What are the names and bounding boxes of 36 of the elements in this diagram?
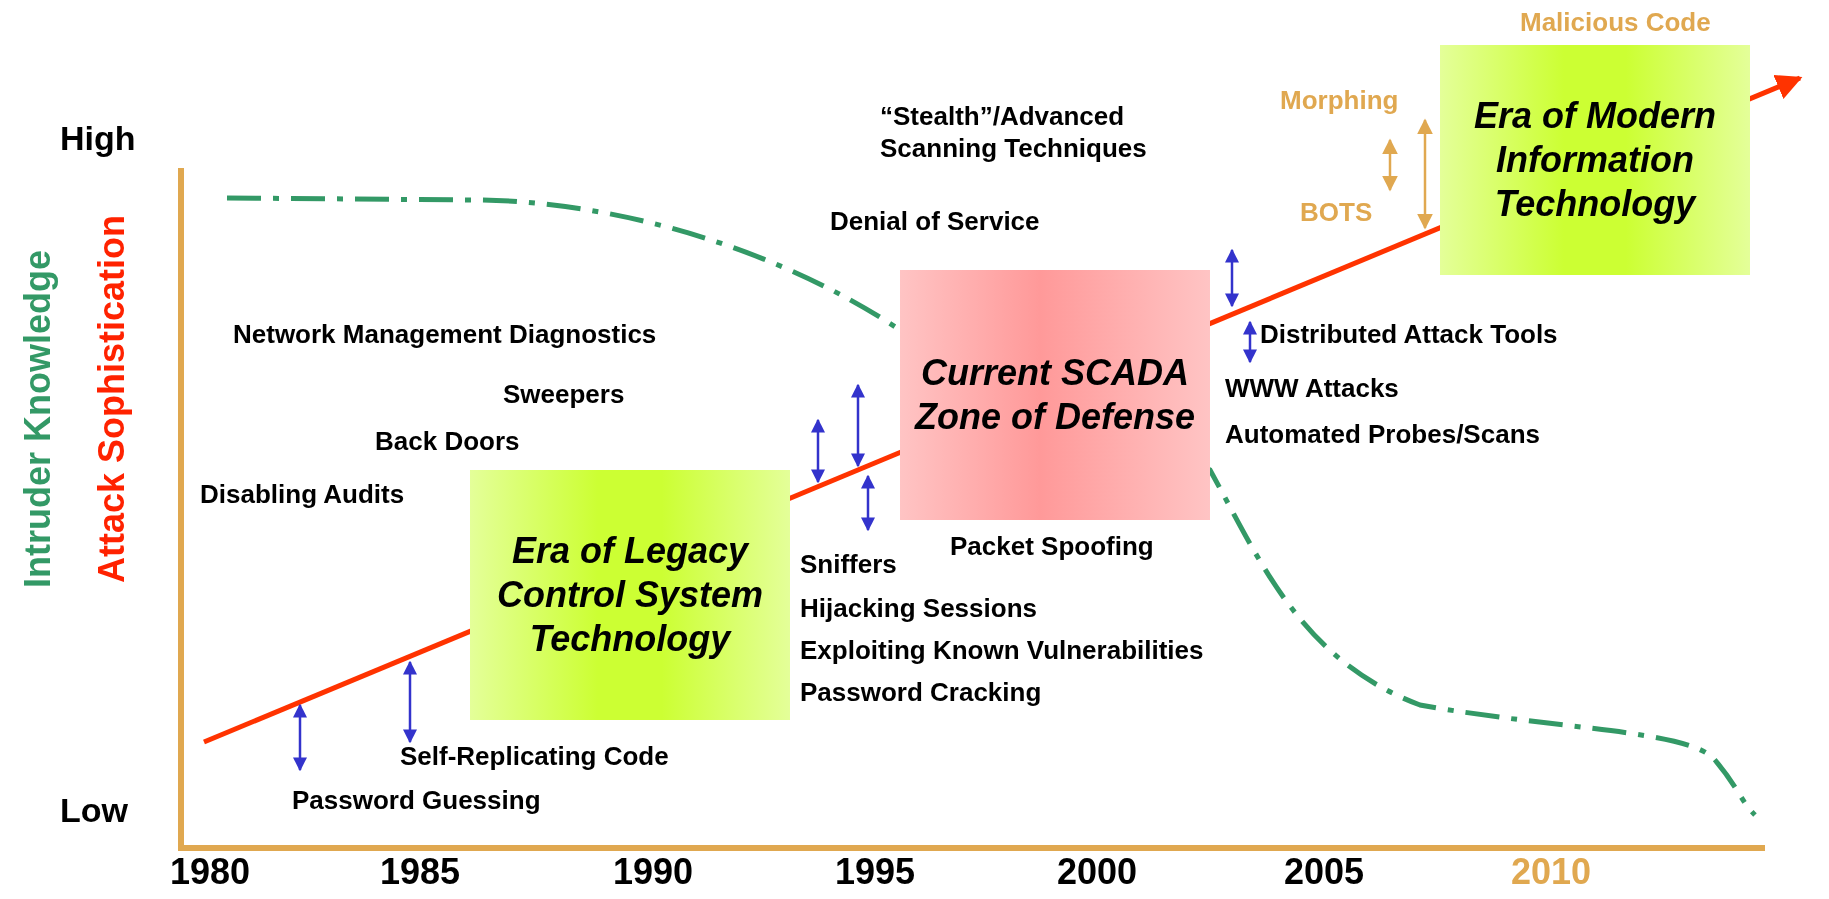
attack-label: Morphing: [1280, 84, 1399, 116]
axis-title: Attack Sophistication: [92, 215, 132, 584]
attack-label: Password Guessing: [292, 784, 541, 816]
era-box: [470, 470, 790, 720]
attack-label: Network Management Diagnostics: [233, 318, 657, 350]
attack-label: Malicious Code: [1520, 6, 1711, 38]
attack-label: WWW Attacks: [1225, 372, 1399, 404]
attack-label: Packet Spoofing: [950, 530, 1154, 562]
attack-label: Disabling Audits: [200, 478, 405, 510]
year-label: 2000: [1056, 852, 1138, 892]
attack-label: BOTS: [1300, 196, 1373, 228]
era-box: [900, 270, 1210, 520]
attack-label: Back Doors: [375, 425, 520, 457]
attack-label: Automated Probes/Scans: [1225, 418, 1540, 450]
year-label: 1995: [834, 852, 916, 892]
era-box: [1440, 45, 1750, 275]
attack-label: Denial of Service: [830, 205, 1040, 237]
axis-label: Low: [60, 790, 128, 830]
attack-label: Sweepers: [503, 378, 625, 410]
attack-label: Self-Replicating Code: [400, 740, 669, 772]
attack-label: “Stealth”/Advanced Scanning Techniques: [880, 100, 1148, 164]
axis-label: High: [60, 118, 136, 158]
attack-label: Password Cracking: [800, 676, 1042, 708]
year-label: 1990: [612, 852, 694, 892]
attack-label: Sniffers: [800, 548, 897, 580]
era-title: Current SCADA Zone of Defense: [913, 351, 1196, 439]
attack-label: Exploiting Known Vulnerabilities: [800, 634, 1204, 666]
year-label: 1985: [379, 852, 461, 892]
year-label: 2010: [1510, 852, 1592, 892]
era-title: Era of Modern Information Technology: [1473, 94, 1717, 226]
attack-label: Distributed Attack Tools: [1260, 318, 1558, 350]
axis-title: Intruder Knowledge: [18, 250, 58, 588]
attack-label: Hijacking Sessions: [800, 592, 1037, 624]
year-label: 1980: [169, 852, 251, 892]
era-title: Era of Legacy Control System Technology: [495, 529, 764, 661]
year-label: 2005: [1283, 852, 1365, 892]
